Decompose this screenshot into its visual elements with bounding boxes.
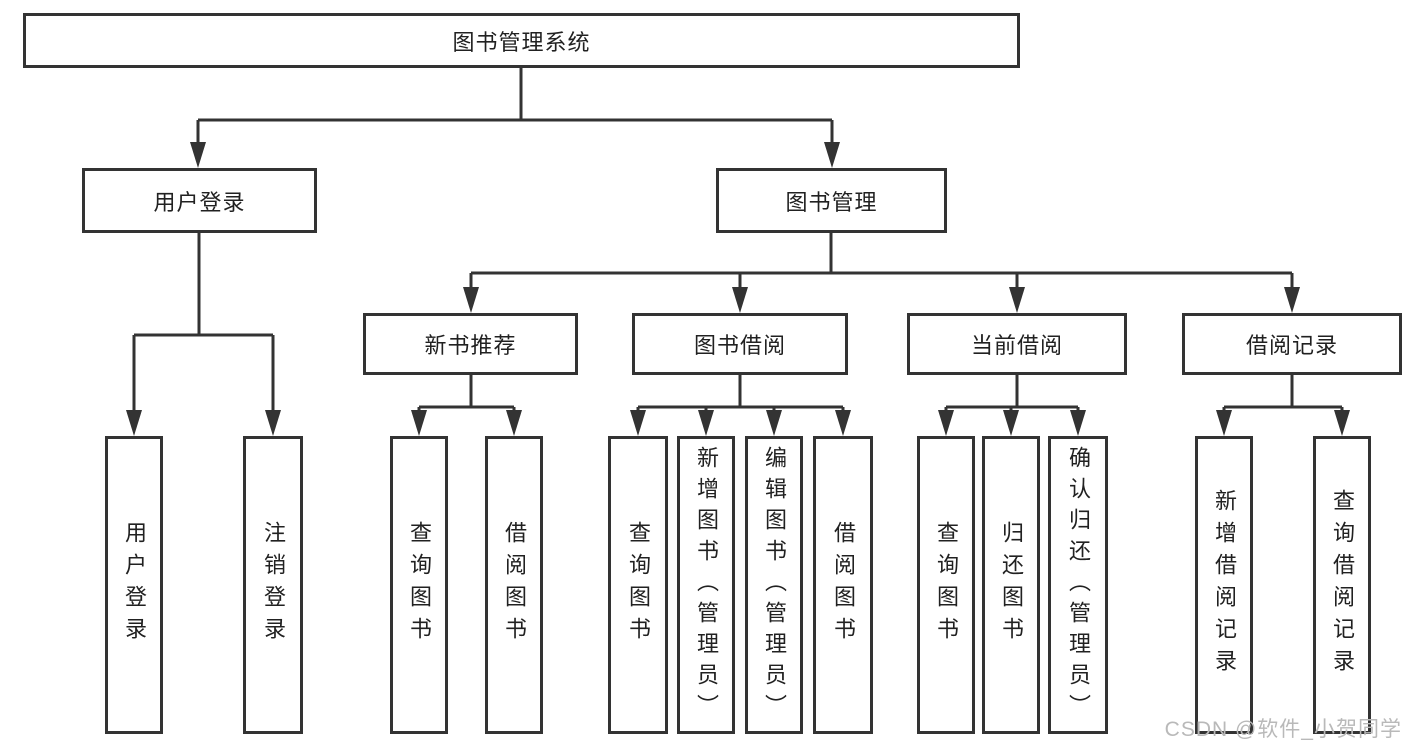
node-label: 查询图书 <box>626 521 651 649</box>
node-label: 用户登录 <box>153 189 246 215</box>
node-label: 查询借阅记录 <box>1330 489 1355 681</box>
node-label: 归还图书 <box>999 521 1024 649</box>
node-label: 当前借阅 <box>970 333 1063 358</box>
leaf-borrow-books-1: 借阅图书 <box>485 436 543 734</box>
watermark: CSDN @软件_小贺同学 <box>1164 718 1402 741</box>
leaf-query-borrow-record: 查询借阅记录 <box>1313 436 1371 734</box>
node-label: 借阅图书 <box>831 521 856 649</box>
node-library-management-system: 图书管理系统 <box>23 13 1020 68</box>
node-label: 借阅记录 <box>1245 333 1338 358</box>
leaf-add-borrow-record: 新增借阅记录 <box>1195 436 1253 734</box>
node-book-borrowing: 图书借阅 <box>632 313 848 375</box>
leaf-return-books: 归还图书 <box>982 436 1040 734</box>
node-label: 新增借阅记录 <box>1212 489 1237 681</box>
leaf-query-books-3: 查询图书 <box>917 436 975 734</box>
node-label: 编辑图书（管理员） <box>762 445 787 725</box>
node-label: 新增图书（管理员） <box>694 445 719 725</box>
leaf-borrow-books-2: 借阅图书 <box>813 436 873 734</box>
leaf-query-books-1: 查询图书 <box>390 436 448 734</box>
node-current-borrowing: 当前借阅 <box>907 313 1127 375</box>
leaf-edit-books-admin: 编辑图书（管理员） <box>745 436 803 734</box>
node-label: 用户登录 <box>122 521 147 649</box>
node-new-book-recommendation: 新书推荐 <box>363 313 578 375</box>
node-label: 图书管理系统 <box>452 29 591 55</box>
leaf-user-login: 用户登录 <box>105 436 163 734</box>
leaf-add-books-admin: 新增图书（管理员） <box>677 436 735 734</box>
node-label: 确认归还（管理员） <box>1066 445 1091 725</box>
node-label: 借阅图书 <box>502 521 527 649</box>
node-user-login: 用户登录 <box>82 168 317 233</box>
node-borrowing-records: 借阅记录 <box>1182 313 1402 375</box>
node-label: 查询图书 <box>407 521 432 649</box>
node-label: 图书借阅 <box>693 333 786 358</box>
node-label: 注销登录 <box>261 521 286 649</box>
node-label: 查询图书 <box>934 521 959 649</box>
node-label: 图书管理 <box>785 189 878 215</box>
node-label: 新书推荐 <box>424 333 517 358</box>
leaf-query-books-2: 查询图书 <box>608 436 668 734</box>
leaf-logout: 注销登录 <box>243 436 303 734</box>
node-book-management: 图书管理 <box>716 168 947 233</box>
arrowhead-icons <box>126 142 1350 436</box>
leaf-confirm-return-admin: 确认归还（管理员） <box>1048 436 1108 734</box>
